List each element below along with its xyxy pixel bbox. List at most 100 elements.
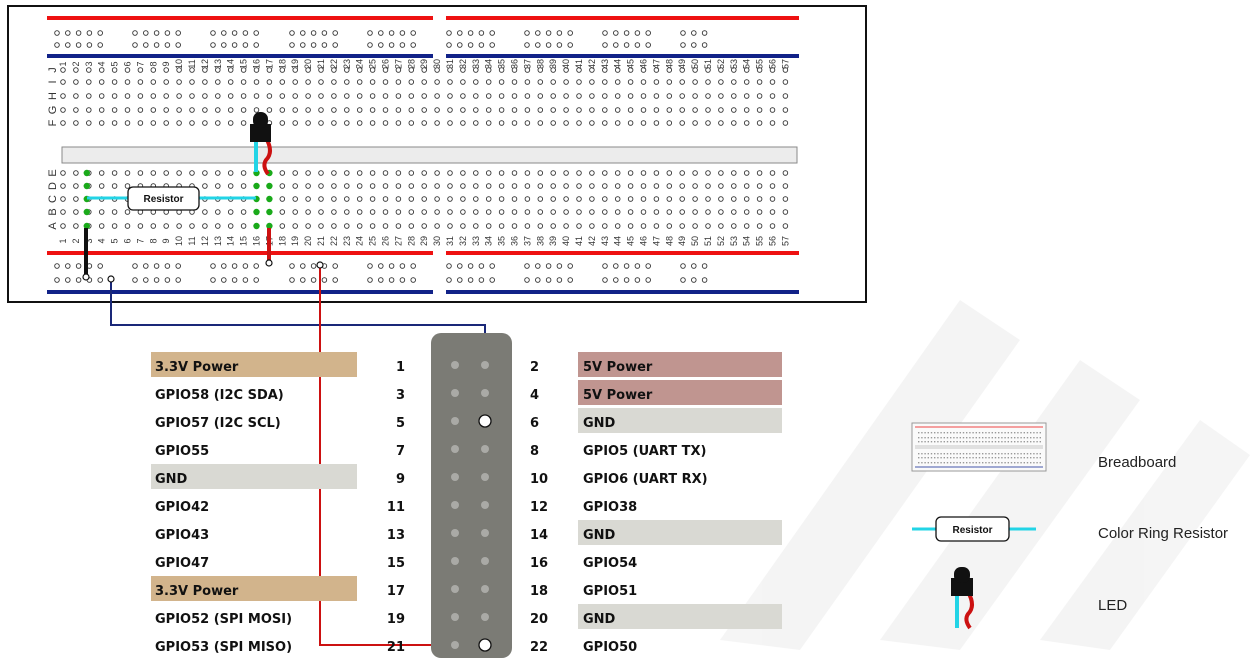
rail-hole [410, 30, 416, 36]
hole [589, 170, 595, 176]
hole [240, 183, 247, 189]
hole [240, 107, 247, 113]
hole [344, 67, 350, 73]
hole [421, 67, 427, 73]
rail-hole [367, 263, 373, 269]
hole [485, 79, 492, 85]
column-number: 41 [574, 59, 584, 69]
hole [756, 223, 763, 229]
hole [743, 79, 750, 85]
connected-hole [83, 208, 91, 216]
column-number: 39 [548, 59, 558, 69]
hole [73, 170, 79, 176]
hole [614, 183, 621, 189]
hole [395, 79, 402, 85]
column-number: 14 [226, 59, 236, 69]
header-pin [451, 389, 459, 397]
hole [98, 170, 105, 176]
legend: Breadboard Resistor Color Ring Resistor … [911, 422, 1228, 630]
rail-hole [623, 277, 630, 283]
hole [434, 209, 440, 215]
hole [705, 107, 711, 113]
hole [473, 183, 479, 189]
column-number: 21 [316, 236, 326, 246]
rail-hole [143, 277, 149, 283]
rail-hole [535, 30, 541, 36]
hole [731, 196, 737, 202]
rail-hole [701, 42, 708, 48]
hole [356, 209, 363, 215]
hole [731, 107, 737, 113]
hole [344, 107, 350, 113]
hole [524, 209, 531, 215]
column-number: 18 [277, 59, 287, 69]
column-number: 4 [97, 238, 107, 243]
rail-hole [242, 277, 249, 283]
hole [202, 223, 208, 229]
rail-hole [446, 30, 452, 36]
column-number: 20 [303, 236, 313, 246]
hole [369, 183, 376, 189]
hole [627, 120, 634, 126]
signal-wire-start [316, 261, 324, 269]
hole [292, 196, 298, 202]
header-pin [451, 473, 459, 481]
hole [240, 223, 247, 229]
hole [705, 67, 711, 73]
hole [511, 196, 518, 202]
hole [408, 107, 415, 113]
rail-hole [210, 30, 216, 36]
rail-hole [446, 42, 452, 48]
rail-hole [478, 277, 485, 283]
hole [666, 93, 673, 99]
hole [434, 107, 440, 113]
column-number: 41 [574, 236, 584, 246]
hole [60, 183, 66, 189]
hole [395, 170, 402, 176]
hole [679, 120, 685, 126]
hole [602, 196, 608, 202]
hole [743, 93, 750, 99]
column-number: 47 [651, 59, 661, 69]
header-pin-row-19: GPIO52 (SPI MOSI)19 [155, 612, 405, 627]
hole [718, 107, 724, 113]
rail-hole [378, 263, 384, 269]
breadboard-holes [54, 30, 789, 283]
rail-hole [645, 263, 651, 269]
rail-hole [623, 42, 630, 48]
hole [769, 170, 776, 176]
rail-hole [153, 263, 160, 269]
hole [769, 223, 776, 229]
hole [60, 120, 66, 126]
hole [498, 79, 505, 85]
column-number: 25 [368, 59, 378, 69]
hole [382, 93, 389, 99]
rail-hole [489, 30, 495, 36]
hole [318, 107, 324, 113]
hole [473, 79, 479, 85]
hole [447, 120, 453, 126]
hole [318, 223, 324, 229]
hole [86, 67, 92, 73]
rail-hole [242, 263, 249, 269]
hole [421, 79, 427, 85]
rail-hole [153, 277, 160, 283]
pin-label: GND [155, 472, 188, 487]
connected-hole [253, 222, 260, 230]
hole [421, 120, 427, 126]
column-number: 20 [303, 59, 313, 69]
hole [743, 170, 750, 176]
rail-hole [535, 277, 541, 283]
hole [124, 67, 131, 73]
rail-hole [602, 30, 608, 36]
hole [782, 107, 789, 113]
led-on-breadboard [250, 112, 272, 176]
hole [640, 183, 647, 189]
hole [473, 196, 479, 202]
hole [253, 93, 260, 99]
hole [86, 120, 92, 126]
column-number: 18 [277, 236, 287, 246]
